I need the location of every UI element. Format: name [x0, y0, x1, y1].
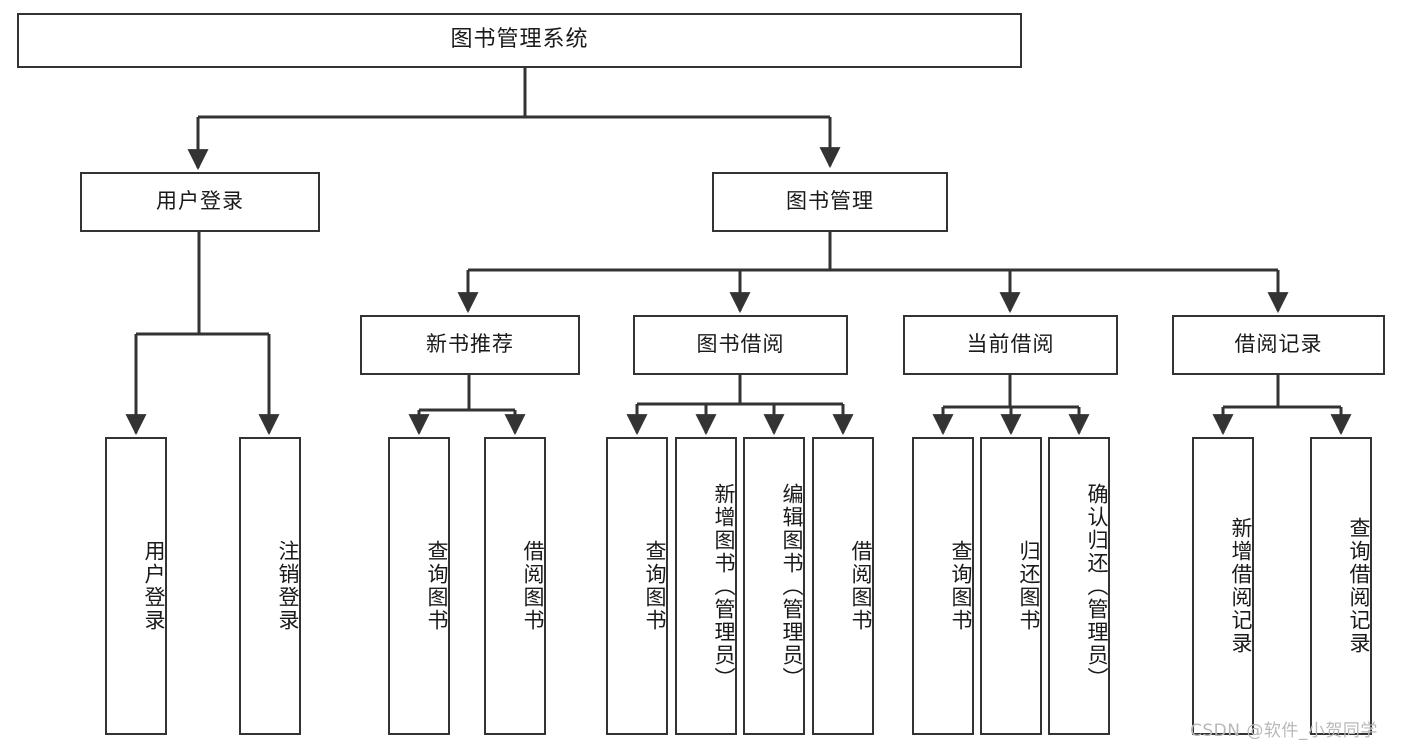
node-user-login[interactable]: 用户登录 [80, 172, 320, 232]
leaf-user-logout[interactable]: 注销登录 [239, 437, 301, 735]
leaf-borrow-book[interactable]: 借阅图书 [812, 437, 874, 735]
node-book-management[interactable]: 图书管理 [712, 172, 948, 232]
node-new-book-recommend[interactable]: 新书推荐 [360, 315, 580, 375]
leaf-query-book-borrow[interactable]: 查询图书 [606, 437, 668, 735]
node-root-system[interactable]: 图书管理系统 [17, 13, 1022, 68]
leaf-user-login[interactable]: 用户登录 [105, 437, 167, 735]
leaf-confirm-return[interactable]: 确认归还（管理员） [1048, 437, 1110, 735]
leaf-query-borrow-record[interactable]: 查询借阅记录 [1310, 437, 1372, 735]
leaf-add-borrow-record[interactable]: 新增借阅记录 [1192, 437, 1254, 735]
leaf-query-book-current[interactable]: 查询图书 [912, 437, 974, 735]
leaf-edit-book[interactable]: 编辑图书（管理员） [743, 437, 805, 735]
node-current-borrow[interactable]: 当前借阅 [903, 315, 1118, 375]
node-book-borrow[interactable]: 图书借阅 [633, 315, 848, 375]
leaf-return-book[interactable]: 归还图书 [980, 437, 1042, 735]
node-borrow-record[interactable]: 借阅记录 [1172, 315, 1385, 375]
leaf-borrow-book-recommend[interactable]: 借阅图书 [484, 437, 546, 735]
leaf-add-book[interactable]: 新增图书（管理员） [675, 437, 737, 735]
csdn-watermark: CSDN @软件_小贺同学 [1190, 721, 1378, 741]
leaf-query-book-recommend[interactable]: 查询图书 [388, 437, 450, 735]
